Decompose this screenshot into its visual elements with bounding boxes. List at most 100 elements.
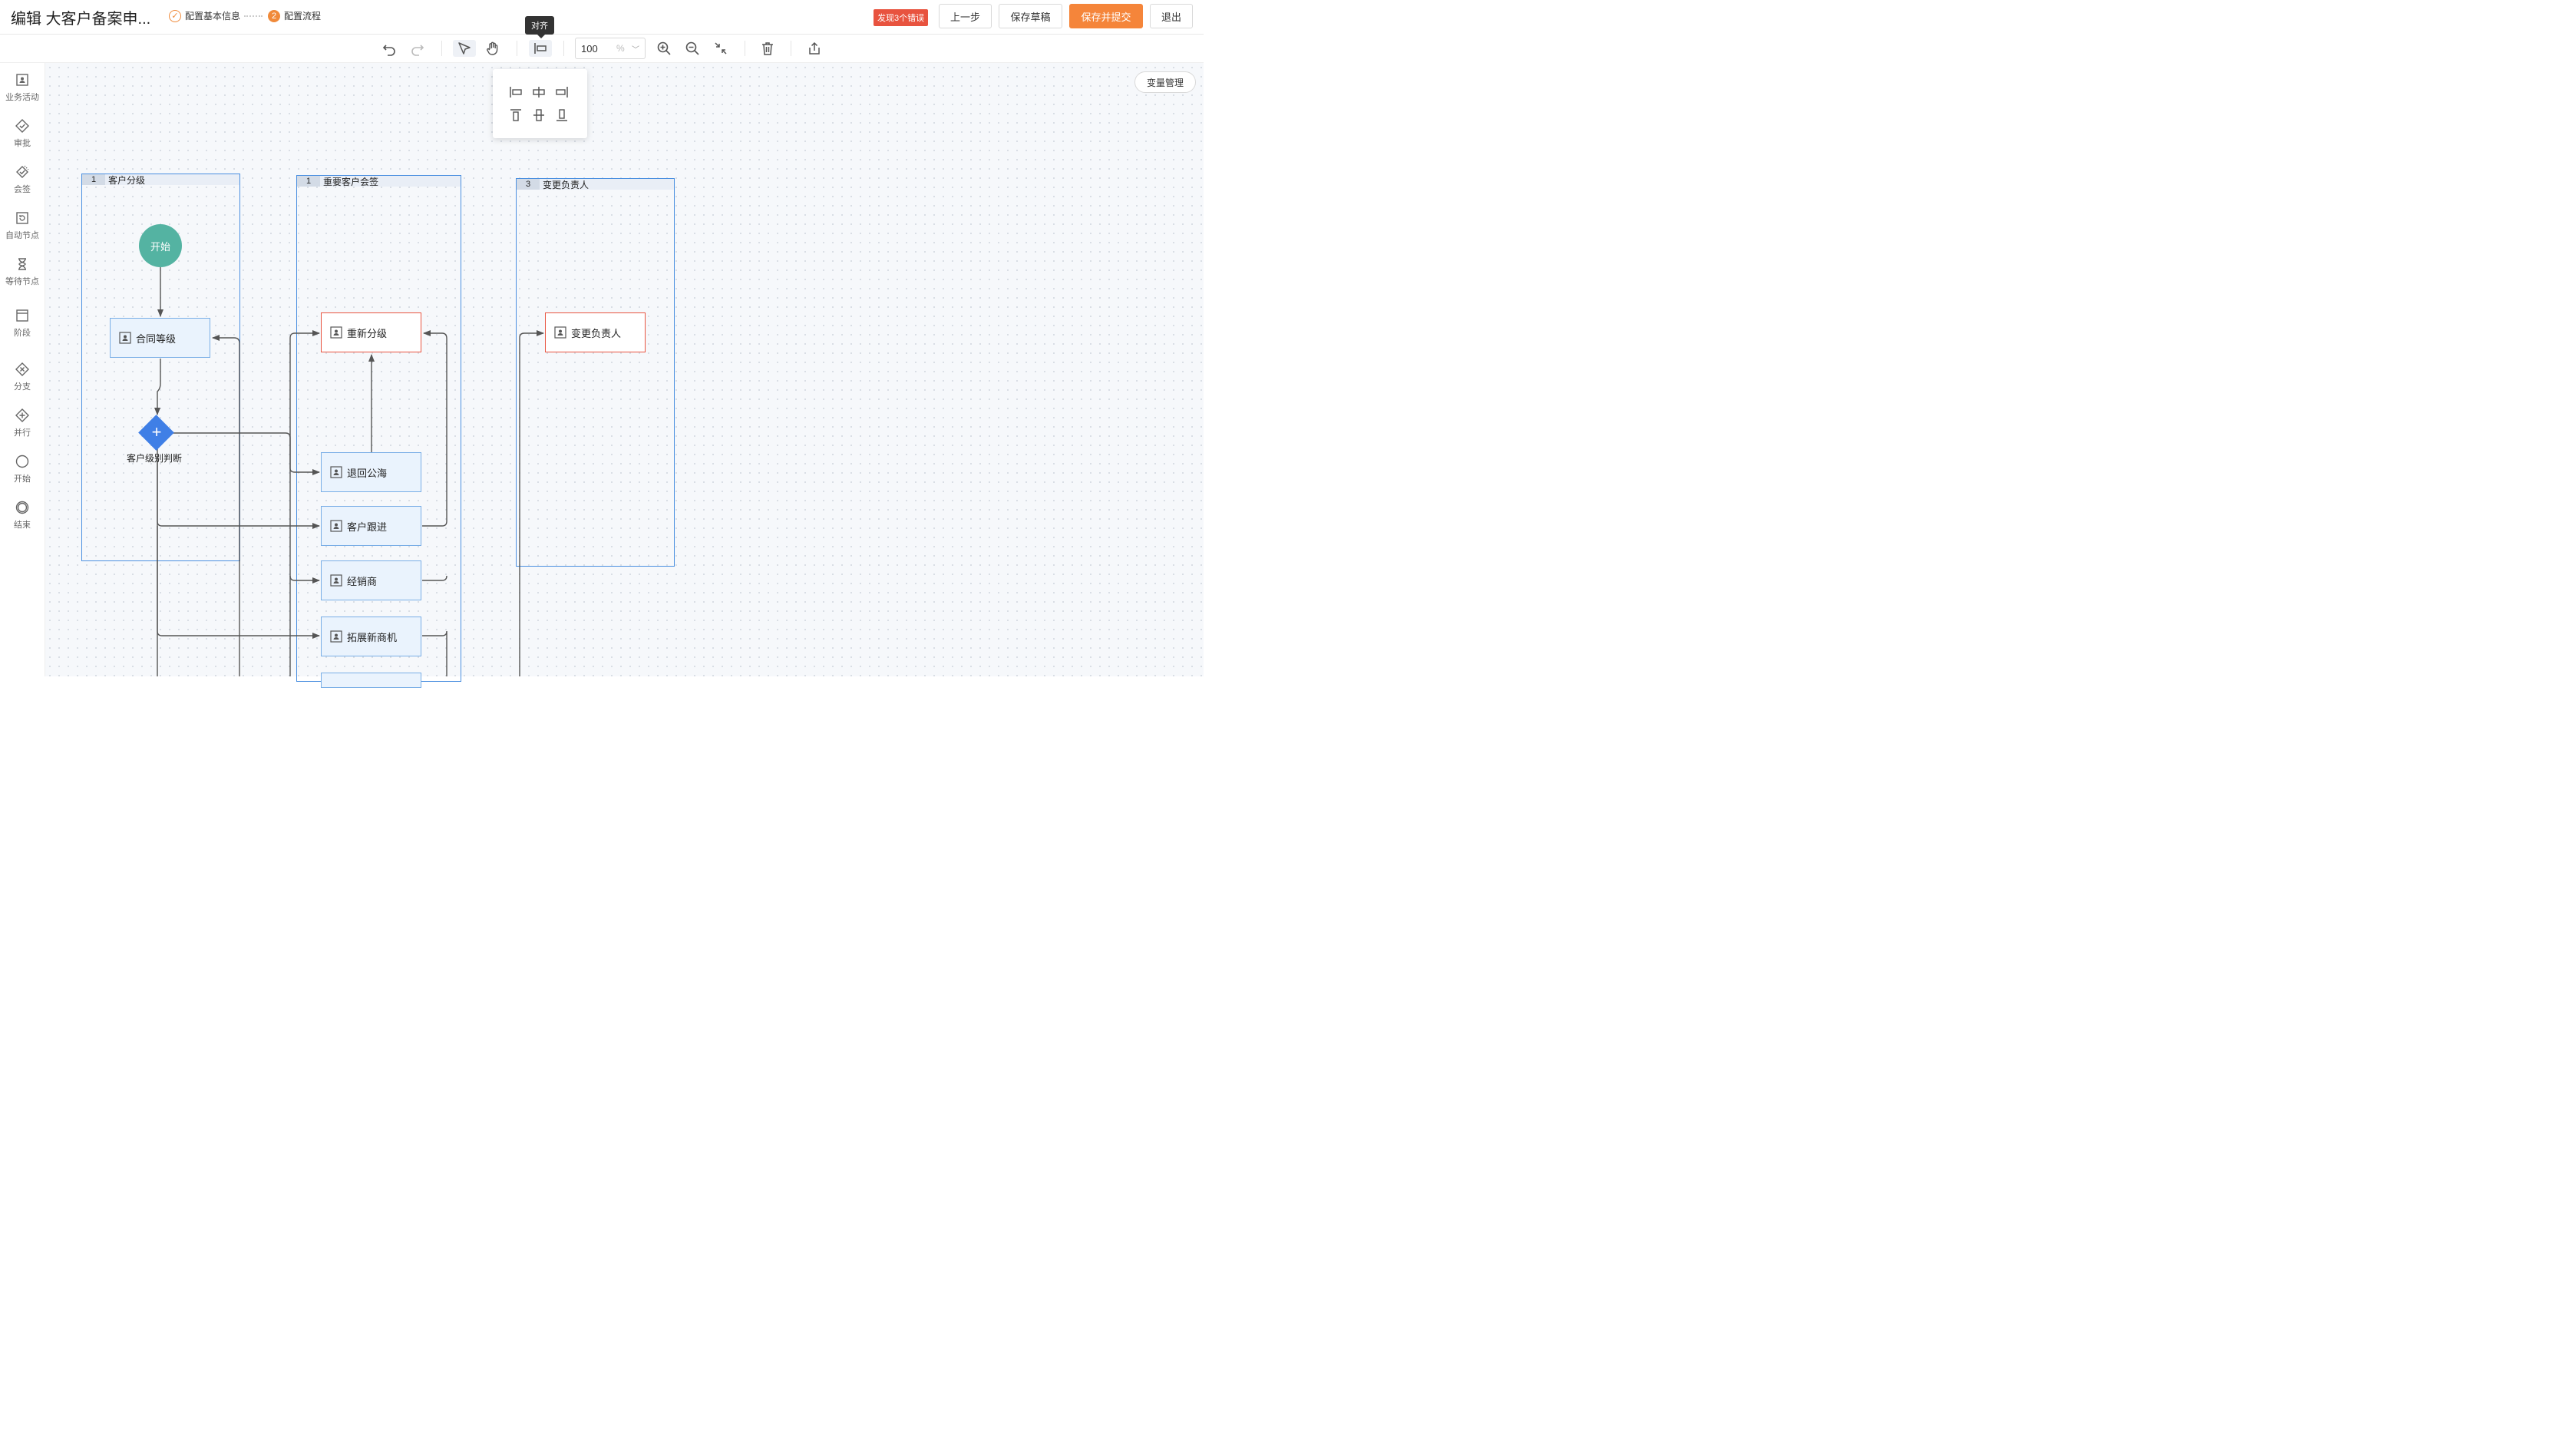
node-follow-up[interactable]: 客户跟进 [321,506,421,546]
node-dealer[interactable]: 经销商 [321,560,421,600]
zoom-out-icon[interactable] [683,40,702,57]
lane-title: 变更负责人 [543,179,590,190]
node-label: 重新分级 [347,327,388,339]
page-title: 编辑 大客户备案申... [11,11,151,28]
align-center-horizontal-icon[interactable] [531,84,547,100]
align-top-icon[interactable] [508,107,523,123]
align-bottom-icon[interactable] [554,107,570,123]
palette-label: 等待节点 [5,277,39,286]
export-share-icon[interactable] [805,40,824,57]
node-new-opportunity[interactable]: 拓展新商机 [321,617,421,656]
start-circle-icon [15,455,29,468]
exit-button[interactable]: 退出 [1150,4,1193,28]
node-partial[interactable] [321,673,421,688]
user-card-icon [330,520,342,532]
user-card-icon [119,332,131,344]
fit-view-icon[interactable] [712,40,730,57]
palette-item-auto-node[interactable]: 自动节点 [0,210,45,241]
palette-item-approval[interactable]: 审批 [0,118,45,149]
align-tooltip: 对齐 [525,16,554,38]
palette-item-branch[interactable]: 分支 [0,362,45,392]
prev-step-button[interactable]: 上一步 [939,4,992,28]
palette-item-parallel[interactable]: 并行 [0,408,45,438]
zoom-in-icon[interactable] [655,40,673,57]
step-separator [244,15,263,17]
palette-label: 审批 [14,139,31,148]
palette-item-countersign[interactable]: 会签 [0,164,45,195]
redo-icon[interactable] [408,40,427,57]
lane-number: 1 [82,174,105,185]
gateway-label: 客户级别判断 [127,453,183,464]
palette-label: 阶段 [14,329,31,338]
top-bar: 编辑 大客户备案申... ✓ 配置基本信息 2 配置流程 发现3个错误 上一步 … [0,0,1204,35]
node-label: 客户跟进 [347,521,388,533]
step-number: 2 [268,9,280,22]
align-popover [493,69,587,138]
node-label: 拓展新商机 [347,631,398,643]
user-card-icon [16,74,28,86]
node-change-owner[interactable]: 变更负责人 [545,312,646,352]
variable-management-button[interactable]: 变量管理 [1134,71,1196,93]
node-label: 退回公海 [347,467,388,479]
node-label: 经销商 [347,575,378,587]
lane-number: 3 [517,179,540,190]
zoom-select[interactable]: 100 % ﹀ [575,38,646,59]
palette-item-wait-node[interactable]: 等待节点 [0,256,45,287]
step-configure-flow[interactable]: 2 配置流程 [268,9,321,22]
palette-item-stage[interactable]: 阶段 [0,308,45,339]
palette-label: 业务活动 [5,93,39,102]
align-left-icon[interactable] [508,84,523,100]
palette-label: 结束 [14,521,31,530]
user-card-icon [554,326,566,339]
user-card-icon [330,466,342,478]
lane-header[interactable]: 1 客户分级 [82,174,239,186]
lane-title: 重要客户会签 [323,176,379,187]
palette-item-end[interactable]: 结束 [0,500,45,531]
node-regrade[interactable]: 重新分级 [321,312,421,352]
stage-icon [16,309,28,322]
node-contract-level[interactable]: 合同等级 [110,318,210,358]
save-submit-button[interactable]: 保存并提交 [1069,4,1143,28]
lane-key-customer-countersign[interactable]: 1 重要客户会签 [296,175,461,682]
node-return-pool[interactable]: 退回公海 [321,452,421,492]
zoom-unit: % [616,43,625,54]
undo-icon[interactable] [380,40,398,57]
plus-icon: + [151,422,162,441]
toolbar-divider [563,41,564,56]
palette-item-business-activity[interactable]: 业务活动 [0,72,45,103]
countersign-icon [16,165,29,178]
save-draft-button[interactable]: 保存草稿 [999,4,1062,28]
lane-change-owner[interactable]: 3 变更负责人 [516,178,675,567]
auto-node-icon [16,212,28,224]
hand-pan-icon[interactable] [484,40,502,57]
node-label: 变更负责人 [571,327,622,339]
lane-title: 客户分级 [108,174,146,186]
user-card-icon [330,326,342,339]
node-palette-sidebar: 业务活动 审批 会签 自动节点 等待节点 阶段 分支 并行 [0,63,45,676]
lane-header[interactable]: 1 重要客户会签 [297,176,461,187]
palette-label: 自动节点 [5,231,39,240]
align-right-icon[interactable] [554,84,570,100]
start-node[interactable]: 开始 [139,224,182,267]
branch-icon [15,362,29,376]
hourglass-icon [18,258,26,270]
check-icon: ✓ [169,9,181,22]
select-pointer-icon[interactable] [453,40,476,57]
lane-number: 1 [297,176,320,187]
palette-label: 开始 [14,474,31,484]
node-label: 合同等级 [136,332,177,345]
step-basic-info[interactable]: ✓ 配置基本信息 [169,9,240,22]
error-badge[interactable]: 发现3个错误 [874,9,929,26]
align-center-vertical-icon[interactable] [531,107,547,123]
palette-item-start[interactable]: 开始 [0,454,45,484]
approve-diamond-icon [15,119,29,133]
palette-label: 分支 [14,382,31,392]
align-left-icon[interactable] [529,40,552,57]
palette-label: 并行 [14,428,31,438]
delete-trash-icon[interactable] [758,40,777,57]
step-label: 配置基本信息 [185,11,241,21]
toolbar-divider [441,41,442,56]
step-label: 配置流程 [284,11,322,21]
zoom-value: 100 [581,42,598,55]
lane-header[interactable]: 3 变更负责人 [517,179,674,190]
